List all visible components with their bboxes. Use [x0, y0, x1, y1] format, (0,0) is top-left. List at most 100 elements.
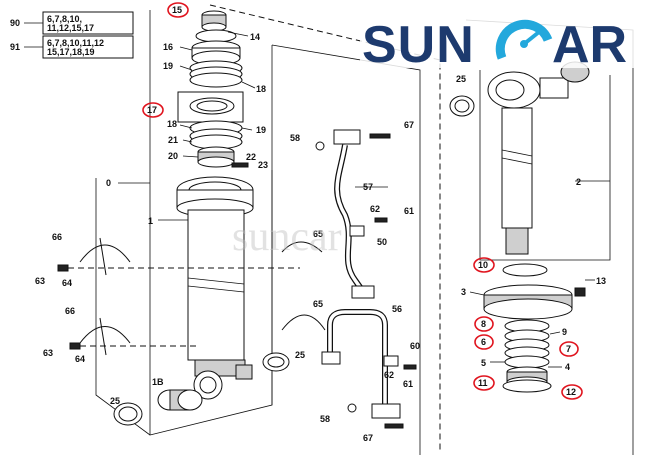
- hose-assemblies: [281, 129, 417, 429]
- part-19-ring-c: [189, 72, 243, 88]
- part-25-seal-left-inner: [118, 406, 138, 422]
- highlight-6: [474, 334, 494, 350]
- rod-thread: [505, 227, 529, 255]
- label-11: 11: [478, 378, 488, 388]
- kit-parts-91-line2: 15,17,18,19: [47, 47, 95, 57]
- label-61a: 61: [404, 206, 414, 216]
- part-62-clamp-upper: [349, 225, 365, 237]
- label-25c: 25: [456, 74, 466, 84]
- logo-wordmark: SUN: [362, 16, 475, 74]
- highlight-12: [561, 384, 583, 400]
- barrel-port-block: [235, 364, 253, 380]
- label-50: 50: [377, 237, 387, 247]
- outline-left-side: [95, 178, 151, 436]
- part-61-bolt-upper: [374, 217, 388, 223]
- part-11-ring: [502, 379, 552, 393]
- label-21: 21: [168, 135, 178, 145]
- label-66a: 66: [52, 232, 62, 242]
- label-60: 60: [410, 341, 420, 351]
- rod-shaft: [501, 107, 533, 229]
- label-58b: 58: [320, 414, 330, 424]
- label-17: 17: [147, 105, 157, 115]
- label-3: 3: [461, 287, 466, 297]
- label-7: 7: [566, 344, 571, 354]
- part-67-bolt-upper: [369, 133, 391, 139]
- cylinder-head-stack: [177, 10, 249, 168]
- part-57-fitting-top: [333, 129, 361, 145]
- label-61b: 61: [403, 379, 413, 389]
- highlight-7: [559, 341, 579, 357]
- label-2: 2: [576, 177, 581, 187]
- leader-3: [469, 291, 485, 296]
- part-58-oring-lower: [347, 403, 357, 413]
- part-58-oring-upper: [315, 141, 325, 151]
- part-25-seal-rod-inner: [454, 99, 470, 113]
- highlight-15: [167, 2, 189, 18]
- label-63b: 63: [43, 348, 53, 358]
- label-4: 4: [565, 362, 570, 372]
- part-63-bolt-upper: [57, 264, 69, 272]
- label-22: 22: [246, 152, 256, 162]
- leader-19b: [241, 127, 253, 131]
- rod-break-line-2: [501, 157, 533, 165]
- part-25-seal-mid-inner: [267, 356, 285, 368]
- part-3-piston-bottom: [483, 298, 573, 320]
- rod-eye-boss: [539, 77, 569, 99]
- rod-eye-bore: [495, 79, 525, 101]
- part-60-clamp: [383, 355, 399, 367]
- kit-parts-90-line1: 6,7,8,10,: [47, 14, 82, 24]
- label-18a: 18: [256, 84, 266, 94]
- label-12: 12: [566, 387, 576, 397]
- part-56-fitting-bottom: [371, 403, 401, 419]
- label-23: 23: [258, 160, 268, 170]
- leader-lines: [118, 31, 610, 368]
- label-65a: 65: [313, 229, 323, 239]
- highlight-17: [142, 102, 164, 118]
- leader-16: [179, 46, 193, 51]
- barrel-tube: [187, 209, 245, 361]
- part-57-hose-inner: [335, 144, 364, 292]
- leader-18b: [179, 124, 193, 129]
- kit-number-91: 91: [10, 42, 20, 52]
- label-15: 15: [172, 5, 182, 15]
- part-63-bolt-lower: [69, 342, 81, 350]
- rod-assembly: [449, 61, 590, 255]
- part-65-clamp-lower: [281, 314, 326, 331]
- part-57-fitting-bottom: [351, 285, 375, 299]
- part-66-clamp-lower-strap: [99, 317, 107, 356]
- kit-number-90: 90: [10, 18, 20, 28]
- label-64a: 64: [62, 278, 72, 288]
- label-20: 20: [168, 151, 178, 161]
- label-19a: 19: [163, 61, 173, 71]
- outline-rod-inner: [479, 70, 611, 261]
- label-13: 13: [596, 276, 606, 286]
- label-1: 1: [148, 216, 153, 226]
- part-23-bolt: [231, 162, 249, 168]
- logo-c-needle: [522, 26, 546, 46]
- label-0: 0: [106, 178, 111, 188]
- leader-20: [182, 155, 199, 158]
- watermark-suncar: suncar: [232, 214, 342, 260]
- leader-14: [227, 31, 249, 37]
- barrel-break-line-2: [187, 285, 245, 293]
- part-1b-bushing-back: [177, 389, 203, 411]
- highlight-circles: [142, 2, 583, 400]
- label-66b: 66: [65, 306, 75, 316]
- logo-wordmark-end: AR: [552, 16, 627, 74]
- suncar-logo: SUN AR: [360, 10, 640, 74]
- part-20-bottom: [197, 156, 235, 168]
- part-17-seal-inner: [196, 100, 228, 112]
- piston-stack: [483, 263, 586, 393]
- label-65b: 65: [313, 299, 323, 309]
- part-61-bolt-lower: [403, 364, 417, 370]
- kit-table: 90 6,7,8,10, 11,12,15,17 91 6,7,8,10,11,…: [10, 11, 134, 59]
- label-14: 14: [250, 32, 260, 42]
- label-16: 16: [163, 42, 173, 52]
- part-56-hose-inner: [328, 310, 387, 405]
- label-9: 9: [562, 327, 567, 337]
- part-14-ring: [195, 29, 237, 43]
- part-56-fitting-left: [321, 351, 341, 365]
- label-62b: 62: [384, 370, 394, 380]
- label-56: 56: [392, 304, 402, 314]
